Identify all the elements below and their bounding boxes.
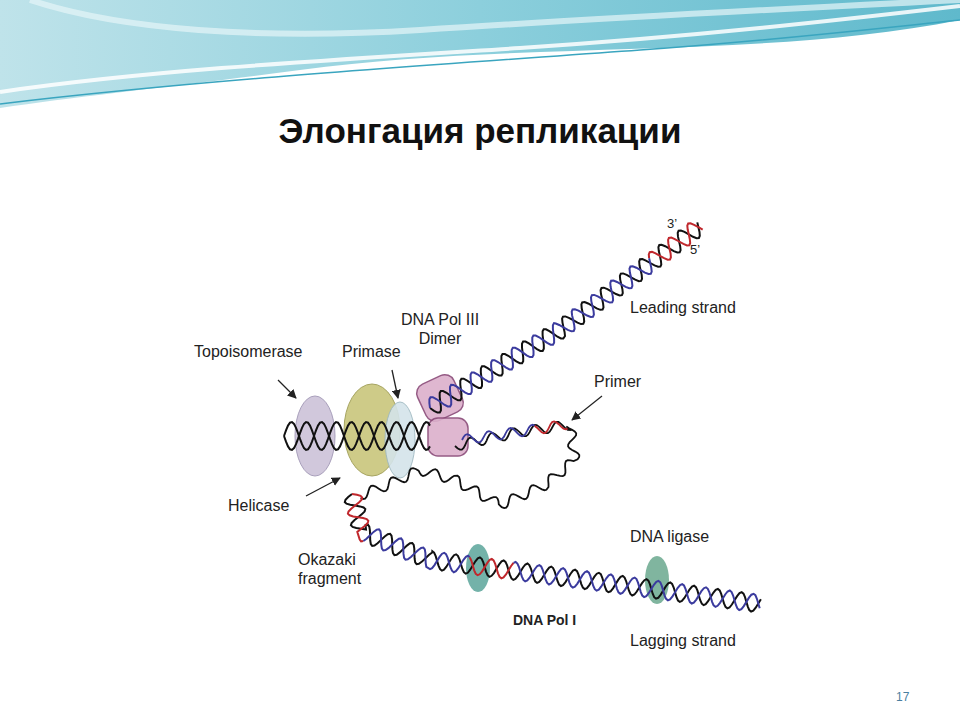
dna-strand: [462, 425, 535, 443]
enzyme-label: Primase: [342, 342, 401, 361]
header-swoosh: [30, 0, 960, 34]
strand-end-label: 3’: [667, 216, 677, 232]
slide-title: Элонгация репликации: [0, 110, 960, 152]
strand-label: Leading strand: [630, 298, 736, 317]
fragment-label: Okazaki fragment: [298, 550, 378, 588]
leader-arrow: [278, 380, 296, 398]
leader-arrow: [392, 370, 398, 398]
dna-strand: [470, 557, 514, 578]
enzyme-label: DNA Pol III Dimer: [388, 310, 492, 348]
dna-strand: [514, 562, 760, 610]
dna-strand: [363, 529, 469, 572]
leader-arrow: [306, 478, 340, 496]
enzyme-label: Helicase: [228, 496, 289, 515]
enzyme-label: DNA Pol I: [513, 612, 576, 629]
dna-strand: [348, 494, 368, 541]
dna-strand: [284, 422, 430, 450]
dna-strand: [429, 258, 651, 408]
header-line: [0, 20, 960, 104]
page-number: 17: [896, 690, 909, 704]
dna-strand: [535, 421, 568, 433]
header-band: [0, 0, 960, 108]
primer-label: Primer: [594, 372, 641, 391]
leader-arrow: [572, 396, 602, 420]
enzyme-label: DNA ligase: [630, 527, 709, 546]
dna-strand: [345, 494, 761, 612]
strand-end-label: 5’: [690, 242, 700, 258]
dna-strand: [361, 422, 580, 508]
dna-strand: [284, 422, 430, 450]
polymerase-i-shape: [466, 544, 490, 592]
strand-label: Lagging strand: [630, 631, 736, 650]
enzyme-label: Topoisomerase: [194, 342, 303, 361]
header-swoosh: [0, 6, 960, 92]
